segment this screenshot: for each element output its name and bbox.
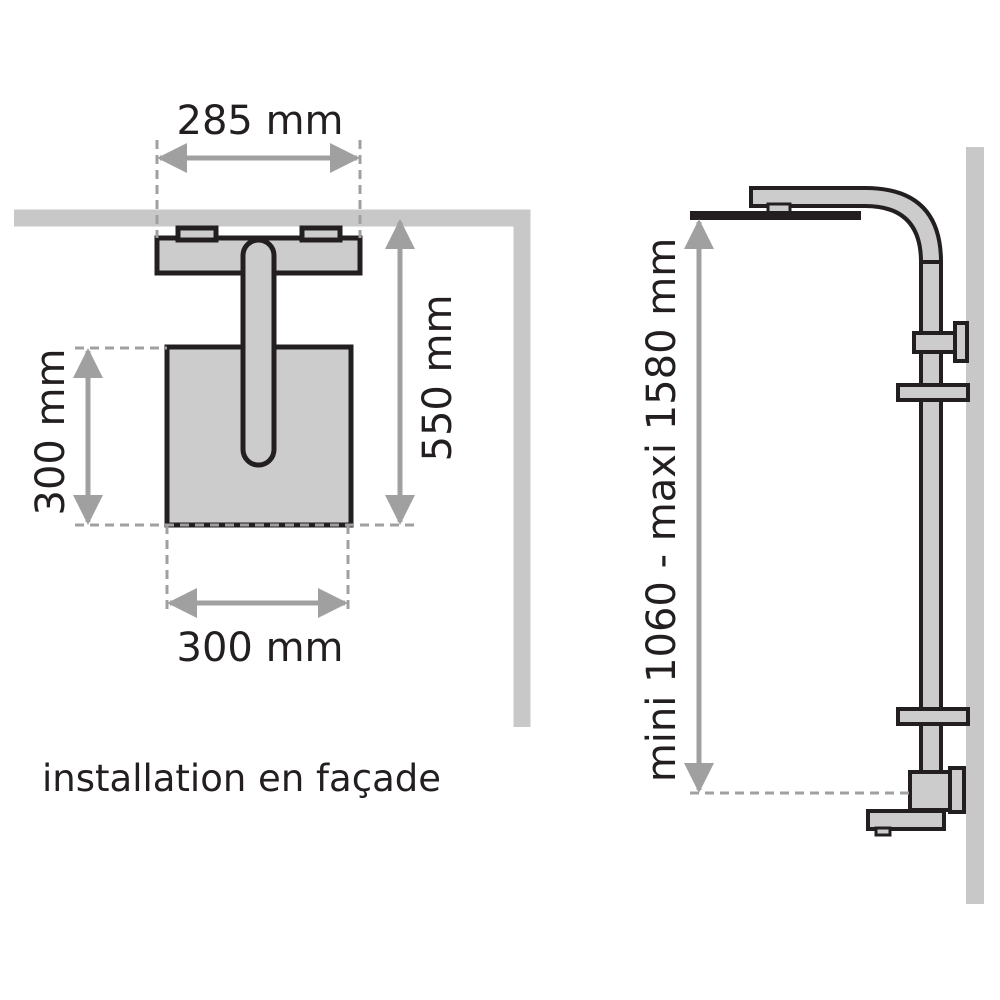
wall-corner xyxy=(14,209,531,727)
overhead-arm xyxy=(749,186,944,264)
mixer-handle-right xyxy=(299,225,343,243)
upper-clamp xyxy=(912,331,959,354)
shower-arm xyxy=(240,237,277,468)
overhead-plate xyxy=(690,211,861,220)
dimension-arrows-front xyxy=(73,143,415,618)
side-mixer-body xyxy=(908,770,954,812)
spout-tip xyxy=(874,826,892,837)
top-width-label: 285 mm xyxy=(177,98,344,144)
side-wall xyxy=(966,147,984,904)
head-height-label: 300 mm xyxy=(28,349,74,516)
lower-wall-bracket xyxy=(896,707,970,726)
spout xyxy=(866,809,946,831)
column-height-label: mini 1060 - maxi 1580 mm xyxy=(639,238,685,782)
upper-clamp-knob xyxy=(953,321,969,363)
side-view: mini 1060 - maxi 1580 mm xyxy=(639,147,984,904)
upper-wall-bracket xyxy=(896,383,970,402)
installation-caption: installation en façade xyxy=(42,757,441,800)
side-mixer-cap xyxy=(948,766,966,814)
front-view: 285 mm 550 mm 300 mm 300 mm installation… xyxy=(14,98,531,800)
total-height-label: 550 mm xyxy=(415,295,461,462)
head-width-label: 300 mm xyxy=(177,625,344,671)
mixer-handle-left xyxy=(175,225,219,243)
